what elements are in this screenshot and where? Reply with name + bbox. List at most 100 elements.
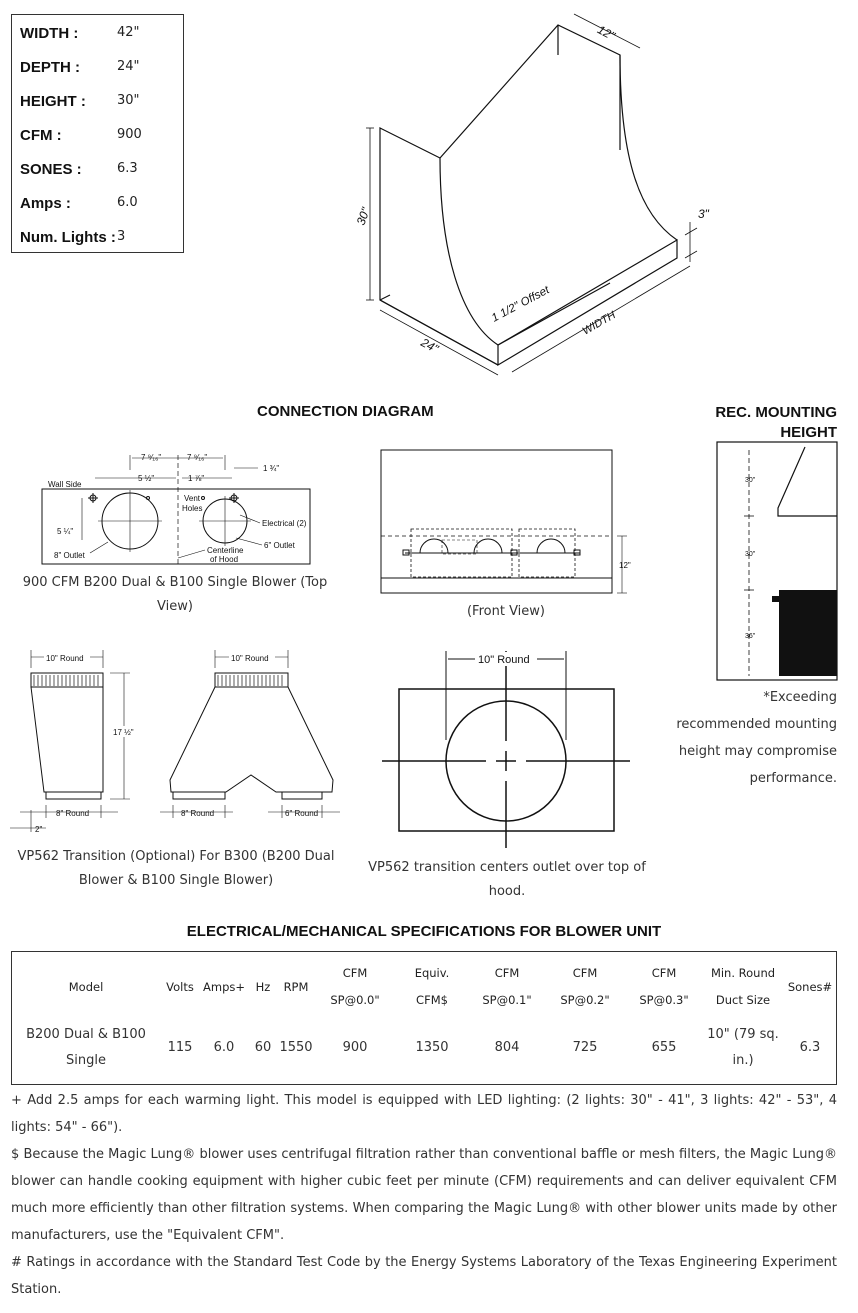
outlet-6-label: 6" Outlet — [264, 541, 296, 550]
centerline-label-2: of Hood — [210, 555, 238, 564]
dim-1-7-8: 1 ⅞" — [188, 474, 204, 483]
centerline-label-1: Centerline — [207, 546, 244, 555]
transition-height: 17 ½" — [113, 728, 134, 737]
top-view-diagram: 7 ⁹⁄₁₆" 7 ⁹⁄₁₆" 5 ½" 1 ⅞" 1 ¾" Wall Side… — [41, 453, 311, 565]
wall-side-label: Wall Side — [48, 480, 82, 489]
outlet-8-label: 8" Outlet — [54, 551, 86, 560]
center-round-10: 10" Round — [478, 654, 530, 666]
mount-dim-2: 30" — [745, 551, 756, 558]
top-view-caption: 900 CFM B200 Dual & B100 Single Blower (… — [22, 575, 328, 614]
spec-value: 6.3 — [117, 161, 138, 176]
hood-dim-lip: 3" — [698, 207, 710, 221]
mounting-height-title: REC. MOUNTING HEIGHT — [660, 403, 837, 443]
th-cfm-00: CFM SP@0.0" — [314, 960, 396, 1014]
th-hz: Hz — [255, 980, 271, 994]
dim-5-1-4: 5 ¼" — [57, 527, 73, 536]
footnote-amps: + Add 2.5 amps for each warming light. T… — [11, 1093, 837, 1135]
th-cfm-02: CFM SP@0.2" — [546, 960, 624, 1014]
mount-dim-1: 30" — [745, 477, 756, 484]
td-duct-size: 10" (79 sq. in.) — [704, 1022, 782, 1074]
y-round-10: 10" Round — [231, 654, 269, 663]
th-line: SP@0.1" — [482, 993, 532, 1007]
hood-isometric-drawing: 12" 30" 3" 1 1/2" Offset 24" WIDTH — [354, 13, 710, 376]
spec-label: DEPTH : — [20, 59, 80, 76]
dim-1-3-4: 1 ¾" — [263, 464, 279, 473]
spec-value: 3 — [117, 229, 126, 244]
connection-diagram-title: CONNECTION DIAGRAM — [257, 403, 434, 420]
td-line: Single — [66, 1053, 106, 1068]
spec-summary-box: WIDTH :42" DEPTH :24" HEIGHT :30" CFM :9… — [11, 14, 184, 253]
dim-7-9-16-b: 7 ⁹⁄₁₆" — [187, 453, 207, 462]
td-cfm-01: 804 — [494, 1040, 520, 1055]
footnote-sones: # Ratings in accordance with the Standar… — [11, 1255, 837, 1297]
th-line: SP@0.3" — [639, 993, 689, 1007]
td-sones: 6.3 — [799, 1040, 821, 1055]
outlet-center-caption: VP562 transition centers outlet over top… — [368, 860, 646, 899]
th-amps: Amps+ — [203, 980, 245, 994]
td-equiv-cfm: 1350 — [415, 1040, 449, 1055]
spec-label: Num. Lights : — [20, 229, 116, 246]
mounting-title-line-2: HEIGHT — [780, 424, 837, 441]
outlet-center-diagram: 10" Round — [382, 651, 630, 848]
footnote-equiv-cfm: $ Because the Magic Lung® blower uses ce… — [11, 1147, 837, 1243]
side-round-8: 8" Round — [56, 809, 89, 818]
table-title: ELECTRICAL/MECHANICAL SPECIFICATIONS FOR… — [186, 923, 662, 940]
th-line: Duct Size — [715, 993, 771, 1007]
td-rpm: 1550 — [279, 1040, 313, 1055]
spec-label: WIDTH : — [20, 25, 79, 42]
spec-label: CFM : — [20, 127, 62, 144]
th-sones: Sones# — [787, 980, 833, 994]
th-line: CFM — [342, 966, 368, 980]
td-cfm-00: 900 — [342, 1040, 368, 1055]
hood-dim-depth: 24" — [418, 335, 442, 356]
mounting-title-line-1: REC. MOUNTING — [715, 404, 837, 421]
th-line: CFM$ — [416, 993, 448, 1007]
side-dim-2: 2" — [35, 825, 42, 834]
td-line: in.) — [732, 1053, 754, 1068]
front-view-diagram: 12" — [380, 449, 631, 594]
th-model: Model — [68, 980, 104, 994]
y-round-6: 6" Round — [285, 809, 318, 818]
th-line: CFM — [572, 966, 598, 980]
th-line: SP@0.2" — [560, 993, 610, 1007]
th-line: SP@0.0" — [330, 993, 380, 1007]
spec-label: SONES : — [20, 161, 82, 178]
dim-5-1-2: 5 ½" — [138, 474, 154, 483]
th-line: Equiv. — [414, 966, 450, 980]
spec-value: 30" — [117, 93, 140, 108]
mount-dim-3: 36" — [745, 633, 756, 640]
td-hz: 60 — [254, 1040, 272, 1055]
transition-caption: VP562 Transition (Optional) For B300 (B2… — [17, 849, 335, 888]
vent-holes-label-1: Vent — [184, 494, 201, 503]
th-line: Min. Round — [710, 966, 776, 980]
hood-dim-height: 30" — [354, 205, 373, 227]
dim-7-9-16-a: 7 ⁹⁄₁₆" — [141, 453, 161, 462]
spec-label: HEIGHT : — [20, 93, 86, 110]
td-cfm-03: 655 — [651, 1040, 677, 1055]
mounting-note: *Exceeding recommended mounting height m… — [676, 690, 837, 786]
spec-label: Amps : — [20, 195, 71, 212]
th-cfm-01: CFM SP@0.1" — [468, 960, 546, 1014]
mounting-height-diagram: 30" 30" 36" — [716, 441, 838, 681]
side-round-10: 10" Round — [46, 654, 84, 663]
th-volts: Volts — [166, 980, 194, 994]
electrical-label: Electrical (2) — [262, 519, 307, 528]
th-equiv-cfm: Equiv. CFM$ — [396, 960, 468, 1014]
transition-side-diagram: 10" Round 10" Round 17 ½" 8" Round 8" Ro… — [10, 650, 340, 834]
y-round-8: 8" Round — [181, 809, 214, 818]
hood-dim-top: 12" — [595, 22, 618, 43]
front-view-caption: (Front View) — [466, 604, 545, 619]
th-line: CFM — [494, 966, 520, 980]
th-rpm: RPM — [283, 980, 309, 994]
td-line: 10" (79 sq. — [707, 1027, 779, 1042]
td-line: B200 Dual & B100 — [26, 1027, 146, 1042]
vent-holes-label-2: Holes — [182, 504, 202, 513]
spec-value: 42" — [117, 25, 140, 40]
hood-dim-width: WIDTH — [581, 309, 618, 337]
spec-value: 6.0 — [117, 195, 138, 210]
front-view-dim-12: 12" — [619, 561, 631, 570]
td-amps: 6.0 — [213, 1040, 235, 1055]
spec-value: 24" — [117, 59, 140, 74]
